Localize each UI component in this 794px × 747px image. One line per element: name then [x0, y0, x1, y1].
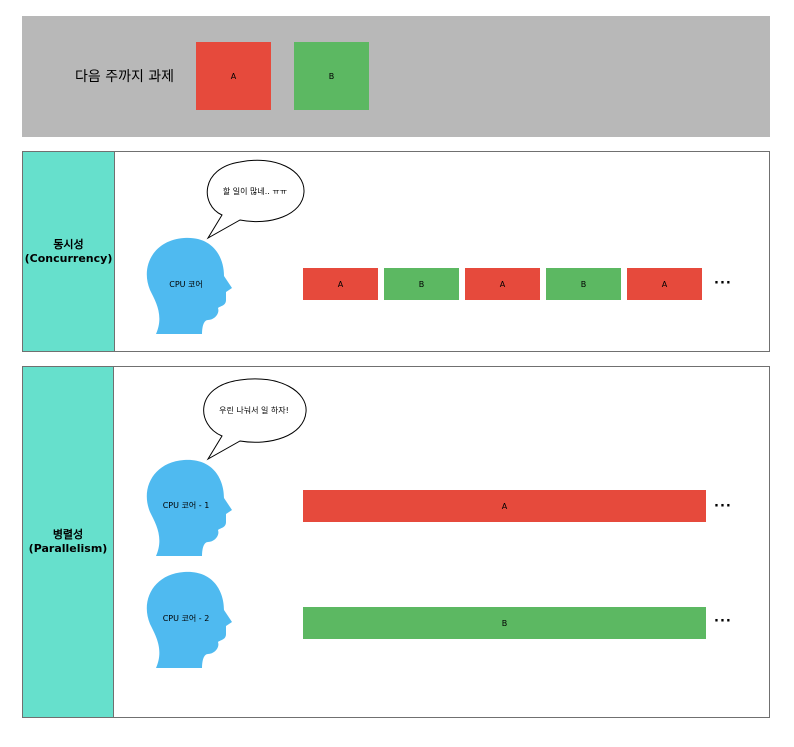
- concurrency-label: 동시성 (Concurrency): [23, 152, 115, 351]
- header-title: 다음 주까지 과제: [75, 69, 175, 85]
- core-2-ellipsis: ···: [714, 614, 732, 629]
- concurrency-label-en: (Concurrency): [24, 251, 113, 265]
- timeline-slot-3: A: [465, 268, 540, 300]
- timeline-slot-2: B: [384, 268, 459, 300]
- concurrency-speech-bubble: [206, 159, 305, 240]
- cpu-core-label: CPU 코어: [169, 280, 203, 289]
- core-1-task-bar: A: [303, 490, 706, 522]
- parallelism-label-ko: 병렬성: [52, 528, 84, 541]
- cpu-core-2-label: CPU 코어 - 2: [162, 614, 210, 623]
- concurrency-ellipsis: ···: [714, 276, 732, 291]
- assignment-header: [22, 16, 770, 137]
- parallelism-panel: [22, 366, 770, 718]
- timeline-slot-4: B: [546, 268, 621, 300]
- task-b-box: B: [294, 42, 369, 110]
- parallelism-speech-text: 우린 나눠서 일 하자!: [219, 406, 289, 415]
- core-2-task-bar: B: [303, 607, 706, 639]
- parallelism-speech-bubble: [203, 378, 307, 461]
- concurrency-speech-text: 할 일이 많네.. ㅠㅠ: [222, 187, 288, 196]
- timeline-slot-5: A: [627, 268, 702, 300]
- parallelism-label: 병렬성 (Parallelism): [23, 367, 114, 717]
- task-a-box: A: [196, 42, 271, 110]
- timeline-slot-1: A: [303, 268, 378, 300]
- cpu-core-1-label: CPU 코어 - 1: [162, 501, 210, 510]
- concurrency-label-ko: 동시성: [53, 237, 84, 251]
- parallelism-label-en: (Parallelism): [28, 542, 108, 555]
- concurrency-panel: [22, 151, 770, 352]
- core-1-ellipsis: ···: [714, 499, 732, 514]
